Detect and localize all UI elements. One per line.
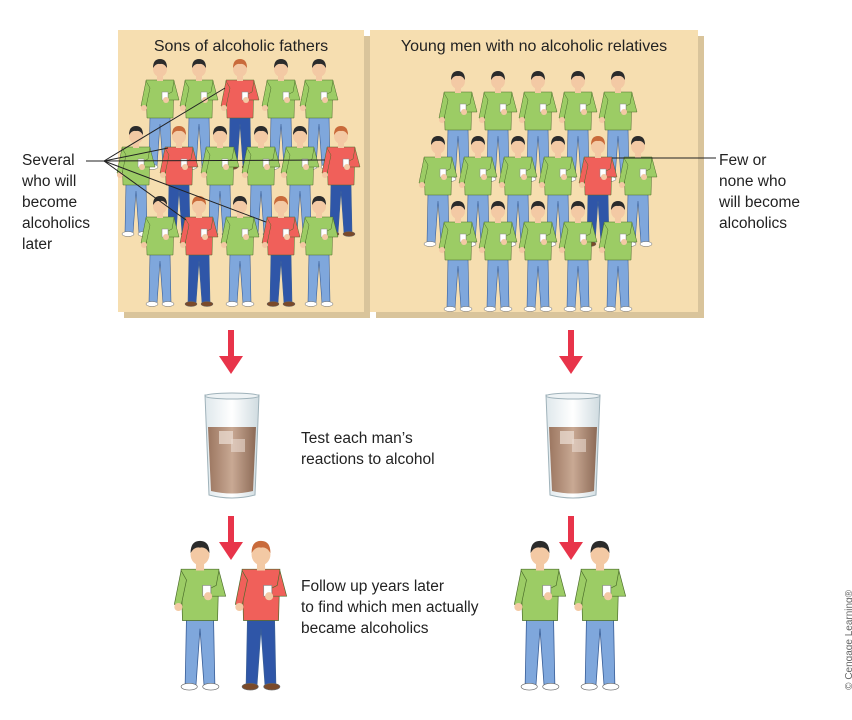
man-green-shirt-figure [299,196,339,307]
people-group [116,59,658,691]
right-callout-label: Few or none who will become alcoholics [719,150,800,234]
callout-lines [86,87,716,223]
callout-line: Several [22,152,75,169]
man-green-shirt-figure [220,196,260,307]
arrow-down-icon [559,516,583,560]
man-green-shirt-figure [573,540,627,691]
man-green-shirt-figure [299,59,339,170]
arrow-down-icon [559,330,583,374]
man-green-shirt-figure [173,540,227,691]
callout-line [103,87,226,162]
right-panel-title: Young men with no alcoholic relatives [400,38,668,55]
left-panel-title: Sons of alcoholic fathers [153,38,329,55]
callout-line [103,160,267,223]
arrow-down-icon [219,330,243,374]
test-step-label: Test each man’s reactions to alcohol [301,428,435,470]
man-green-shirt-figure [558,201,598,312]
man-green-shirt-figure [513,540,567,691]
drink-glass-icon [204,392,260,499]
callout-line: become [22,194,78,211]
copyright-credit: © Cengage Learning® [844,590,852,690]
step-line: to find which men actually [301,599,479,616]
step-line: Follow up years later [301,578,445,595]
left-callout-label: Several who will become alcoholics later [22,150,90,255]
man-green-shirt-figure [598,201,638,312]
callout-line: alcoholics [719,215,788,232]
callout-line [103,160,187,221]
man-green-shirt-figure [518,201,558,312]
step-line: became alcoholics [301,620,429,637]
callout-line: none who [719,173,787,190]
callout-line [103,147,169,162]
callout-line: alcoholics [22,215,91,232]
callout-line: will become [719,194,800,211]
callout-line: who will [22,173,77,190]
step-line: Test each man’s [301,430,413,447]
callout-line [103,159,326,162]
callout-line: Few or [719,152,767,169]
man-red-shirt-figure [179,196,219,307]
callout-line: later [22,236,53,253]
man-red-shirt-figure [234,540,288,691]
step-line: reactions to alcohol [301,451,435,468]
drink-glass-icon [545,392,601,499]
man-green-shirt-figure [438,201,478,312]
follow-up-step-label: Follow up years later to find which men … [301,576,478,639]
man-green-shirt-figure [478,201,518,312]
arrow-down-icon [219,516,243,560]
man-red-shirt-figure [261,196,301,307]
